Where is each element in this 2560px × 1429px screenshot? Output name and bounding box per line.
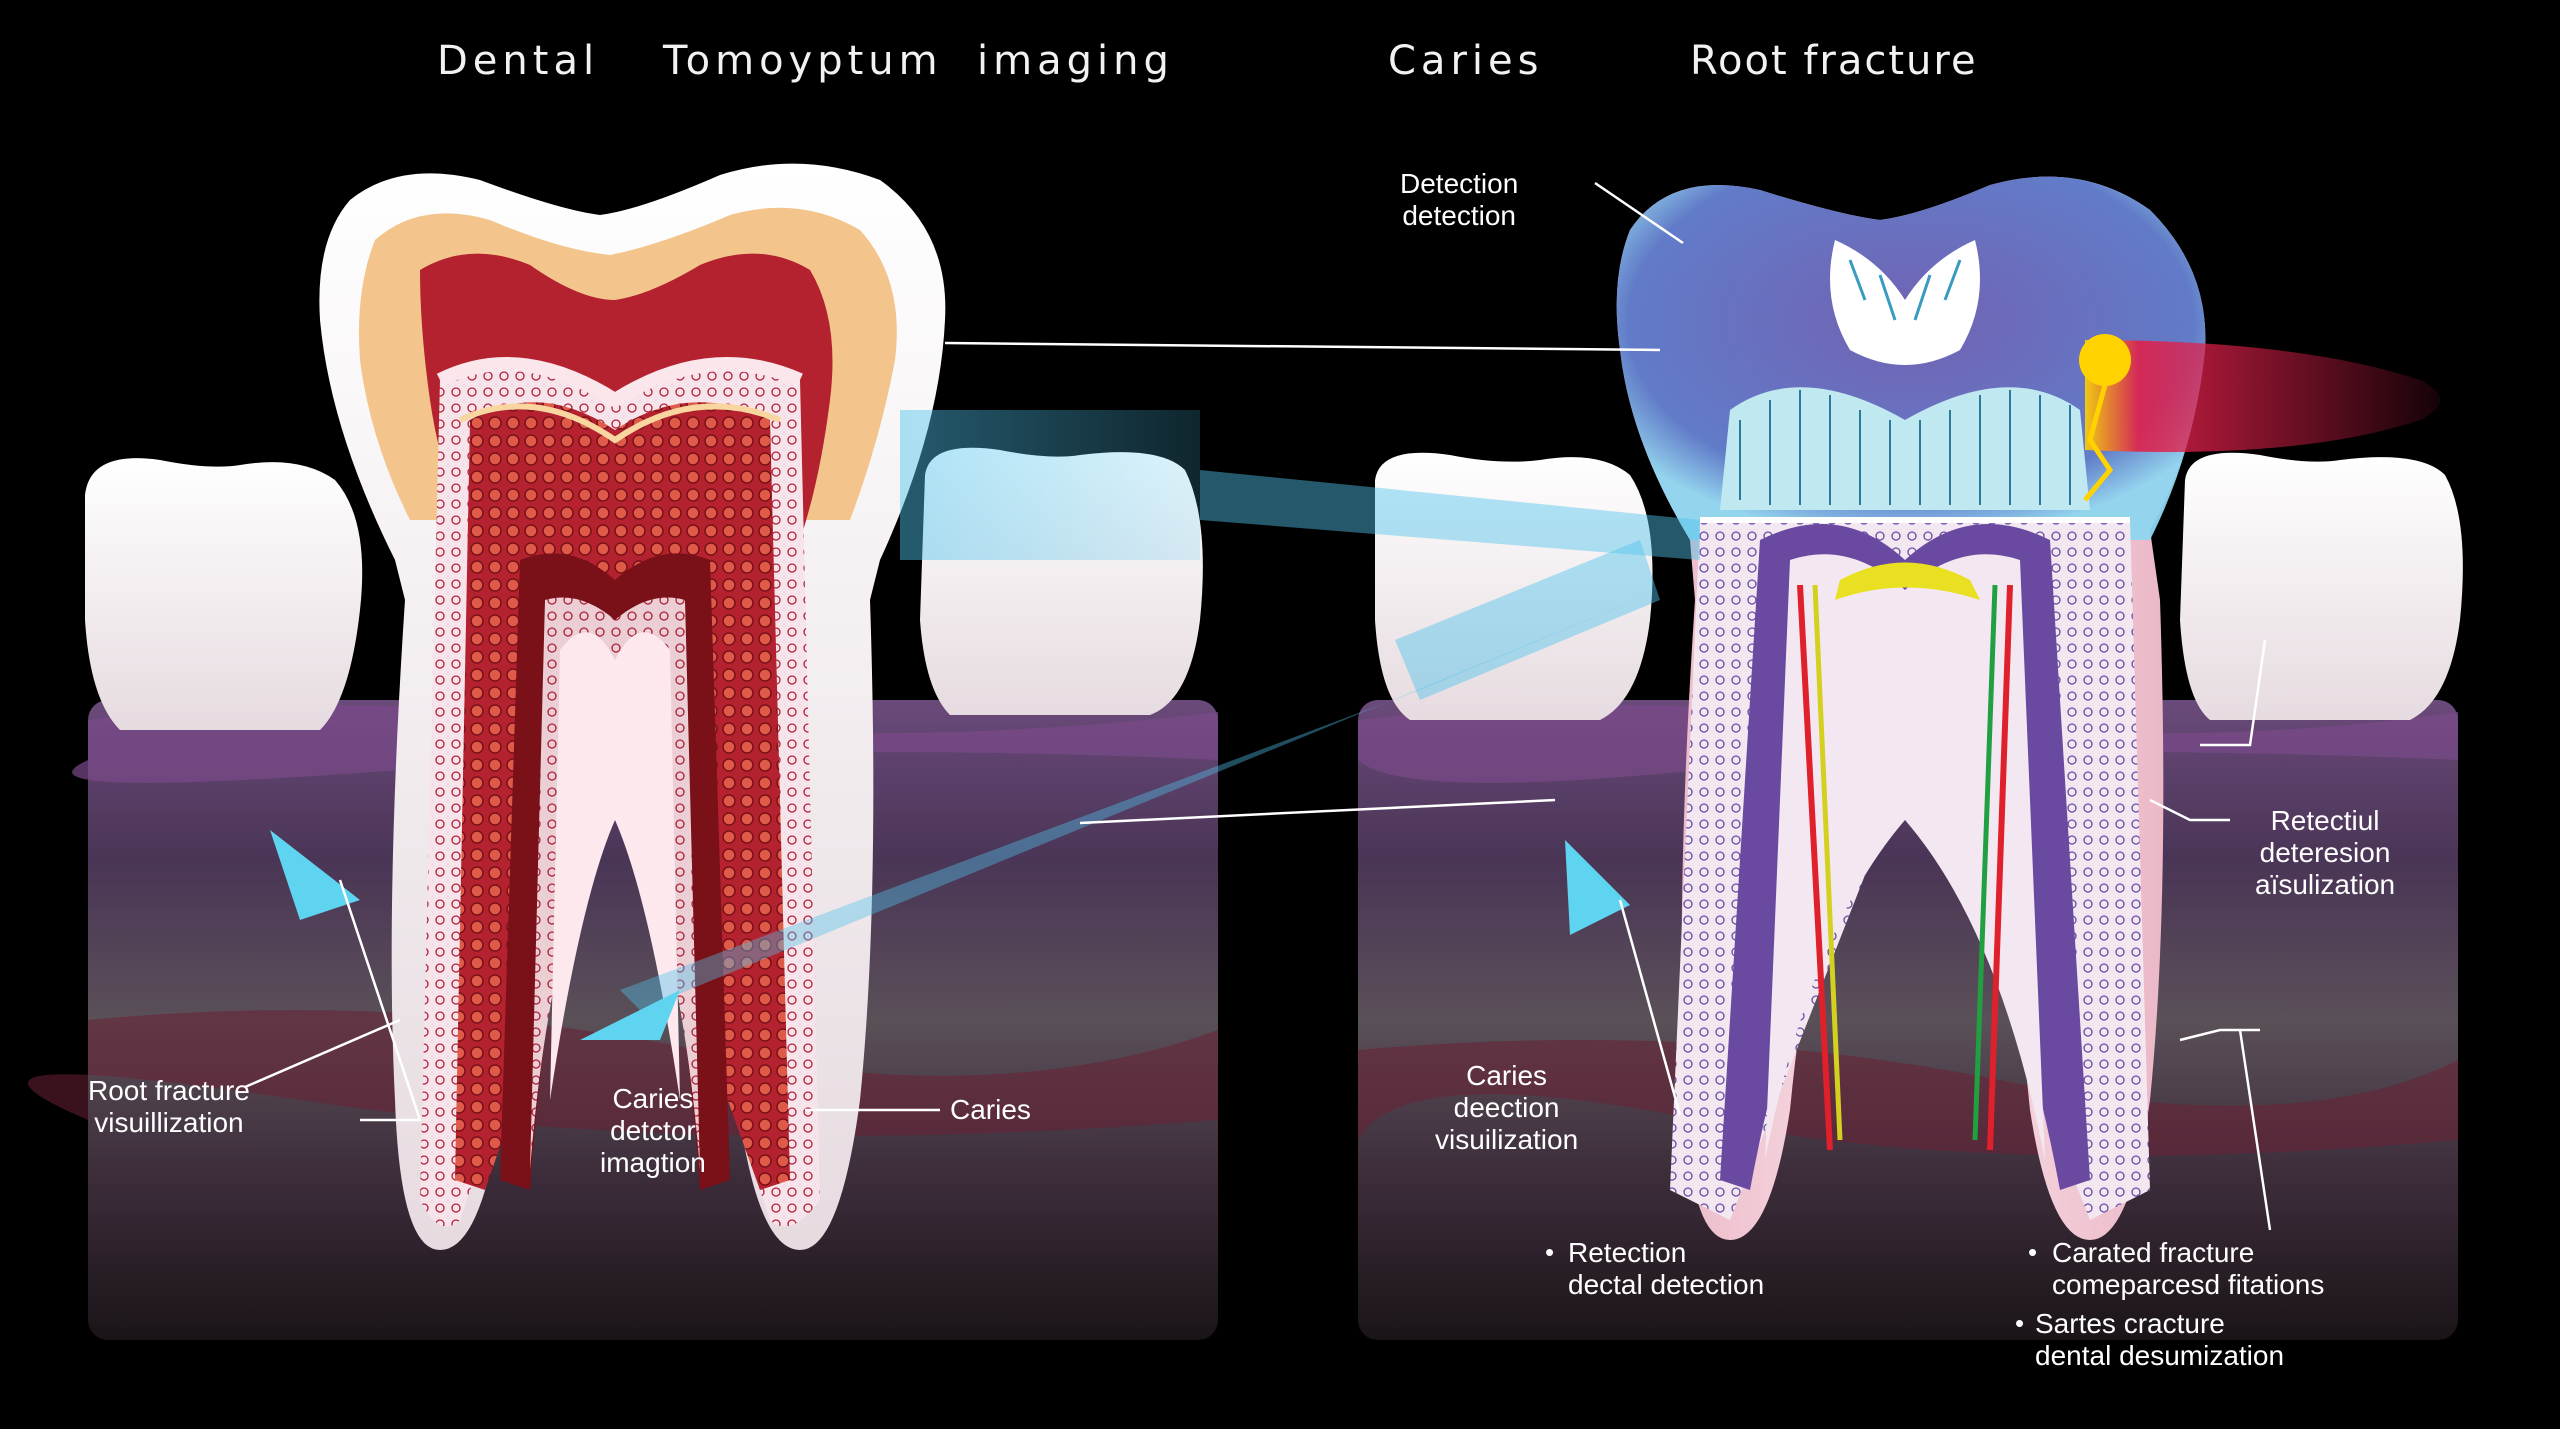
label-sartes: Sartes cracture dental desumization bbox=[2035, 1308, 2284, 1372]
label-caries-detection-vis-line3: visuilization bbox=[1435, 1124, 1579, 1155]
label-caries-detection-vis-line2: deection bbox=[1453, 1092, 1560, 1123]
bullet-dot-2: • bbox=[2028, 1237, 2038, 1267]
label-retectiul-line1: Retectiul bbox=[2270, 805, 2380, 836]
label-root-fracture-vis-line1: Root fracture bbox=[88, 1075, 250, 1106]
title-root-fracture: Root fracture bbox=[1690, 38, 1978, 84]
label-retectiul-line3: aїsulization bbox=[2255, 869, 2396, 900]
label-detection-line2: detection bbox=[1402, 200, 1516, 231]
left-molar-cross-section bbox=[319, 163, 946, 1251]
label-root-fracture-vis-line2: visuillization bbox=[94, 1107, 244, 1138]
left-neighbor-tooth-1 bbox=[85, 458, 363, 730]
right-molar-cross-section bbox=[1616, 176, 2206, 1241]
title-caries: Caries bbox=[1388, 38, 1544, 84]
label-carated-line2: comeparcesd fitations bbox=[2052, 1269, 2325, 1300]
label-caries-detection-vis-line1: Caries bbox=[1466, 1060, 1548, 1091]
label-detection: Detection detection bbox=[1400, 168, 1518, 232]
label-retection-line2: dectal detection bbox=[1568, 1269, 1765, 1300]
fracture-glow bbox=[2079, 334, 2440, 502]
title-dental: Dental bbox=[437, 38, 600, 84]
label-retectiul-line2: deteresion bbox=[2259, 837, 2391, 868]
bullet-dot-1: • bbox=[1545, 1237, 1555, 1267]
label-caries-detector-line1: Caries bbox=[612, 1083, 694, 1114]
label-detection-line1: Detection bbox=[1400, 168, 1519, 199]
label-caries: Caries bbox=[950, 1094, 1031, 1125]
label-retection-line1: Retection bbox=[1568, 1237, 1687, 1268]
label-caries-detector: Caries detctor imagtion bbox=[600, 1083, 706, 1179]
leader-lines bbox=[244, 181, 2272, 1231]
label-caries-detector-line2: detctor bbox=[610, 1115, 696, 1146]
label-retectiul: Retectiul deteresion aїsulization bbox=[2255, 805, 2395, 901]
label-root-fracture-vis: Root fracture visuillization bbox=[88, 1075, 250, 1139]
scan-beams bbox=[270, 410, 1700, 1040]
right-neighbor-tooth-2 bbox=[2180, 452, 2463, 720]
label-sartes-line1: Sartes cracture bbox=[2035, 1308, 2225, 1339]
label-caries-detection-vis: Caries deection visuilization bbox=[1435, 1060, 1578, 1156]
label-retection: Retection dectal detection bbox=[1568, 1237, 1764, 1301]
label-sartes-line2: dental desumization bbox=[2035, 1340, 2285, 1371]
title-imaging: imaging bbox=[977, 38, 1174, 84]
label-caries-detector-line3: imagtion bbox=[600, 1147, 706, 1178]
bullet-dot-3: • bbox=[2015, 1308, 2025, 1338]
title-tomoyptum: Tomoyptum bbox=[663, 38, 943, 84]
right-neighbor-tooth-1 bbox=[1375, 452, 1653, 720]
label-carated: Carated fracture comeparcesd fitations bbox=[2052, 1237, 2324, 1301]
label-carated-line1: Carated fracture bbox=[2052, 1237, 2255, 1268]
